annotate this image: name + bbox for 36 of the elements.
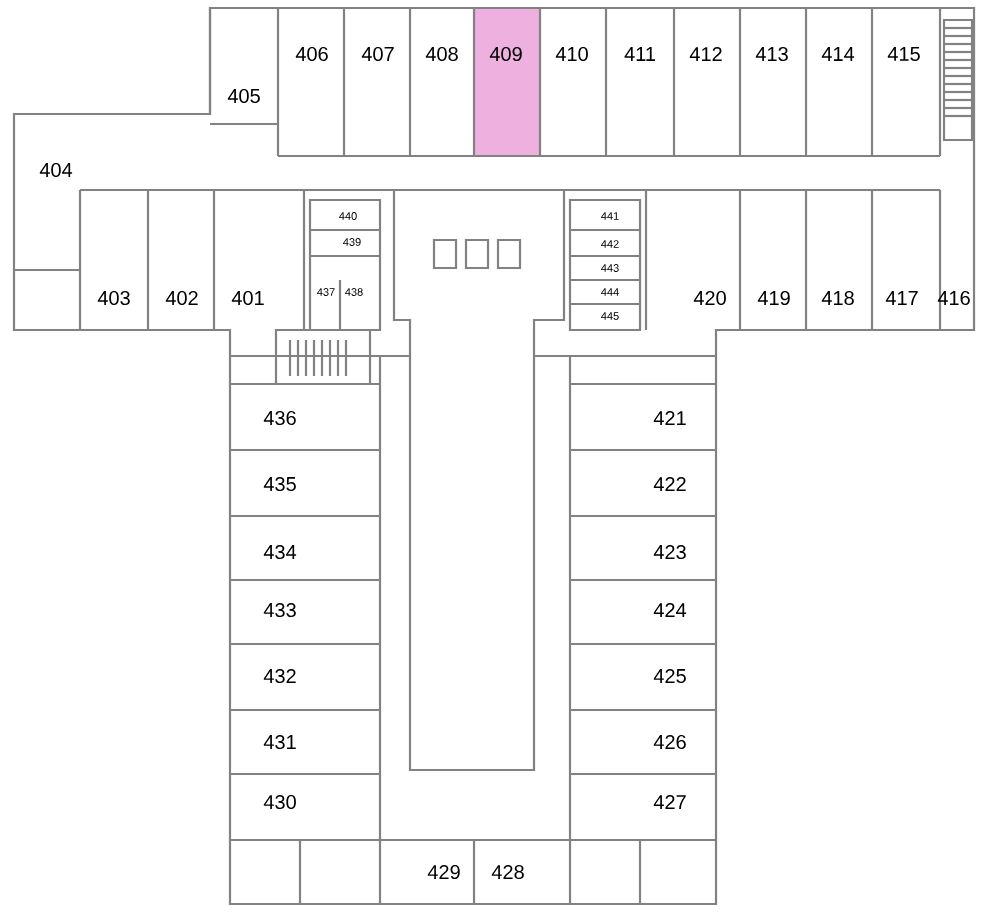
room-number: 419 — [757, 290, 790, 306]
room-number: 417 — [885, 291, 918, 305]
room-number: 409 — [489, 46, 522, 62]
room-number: 413 — [755, 46, 788, 62]
room-number: 427 — [653, 795, 686, 809]
room-number: 426 — [653, 734, 686, 750]
room-number: 420 — [693, 290, 726, 306]
room-number: 422 — [653, 477, 686, 491]
room-number: 435 — [263, 476, 296, 492]
room-number: 401 — [231, 290, 264, 306]
room-number: 411 — [624, 47, 655, 61]
room-number: 405 — [227, 88, 260, 104]
room-number: 414 — [821, 47, 855, 61]
room-number: 433 — [263, 602, 296, 618]
room-number: 424 — [653, 603, 687, 617]
room-number: 430 — [263, 794, 296, 810]
room-number: 404 — [39, 162, 73, 178]
room-number: 416 — [937, 290, 970, 306]
room-number: 402 — [165, 290, 198, 306]
room-number: 431 — [263, 734, 296, 750]
room-number: 429 — [427, 864, 460, 880]
room-number: 428 — [491, 864, 524, 880]
room-number: 423 — [653, 544, 686, 560]
room-number: 408 — [425, 46, 458, 62]
room-number: 403 — [97, 290, 130, 306]
room-number: 436 — [263, 410, 296, 426]
room-number: 410 — [555, 46, 588, 62]
room-number: 434 — [263, 544, 297, 560]
room-number: 418 — [821, 290, 854, 306]
room-number: 421 — [653, 411, 686, 425]
room-number: 425 — [653, 668, 686, 684]
room-number: 406 — [295, 46, 328, 62]
room-number: 432 — [263, 668, 296, 684]
room-number: 407 — [361, 46, 394, 62]
room-number: 415 — [887, 47, 920, 61]
room-number: 412 — [689, 47, 722, 61]
